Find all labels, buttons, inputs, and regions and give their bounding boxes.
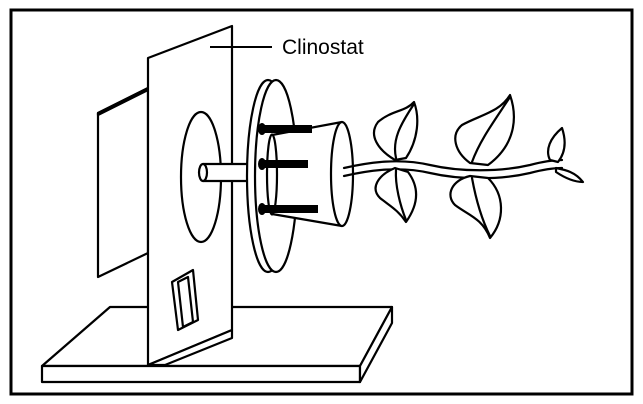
power-switch	[170, 268, 200, 332]
plant-pot	[265, 120, 355, 228]
mounting-pins	[258, 123, 318, 215]
plant-seedling	[342, 93, 585, 240]
label-clinostat: Clinostat	[282, 36, 364, 59]
motor-box	[96, 86, 150, 279]
